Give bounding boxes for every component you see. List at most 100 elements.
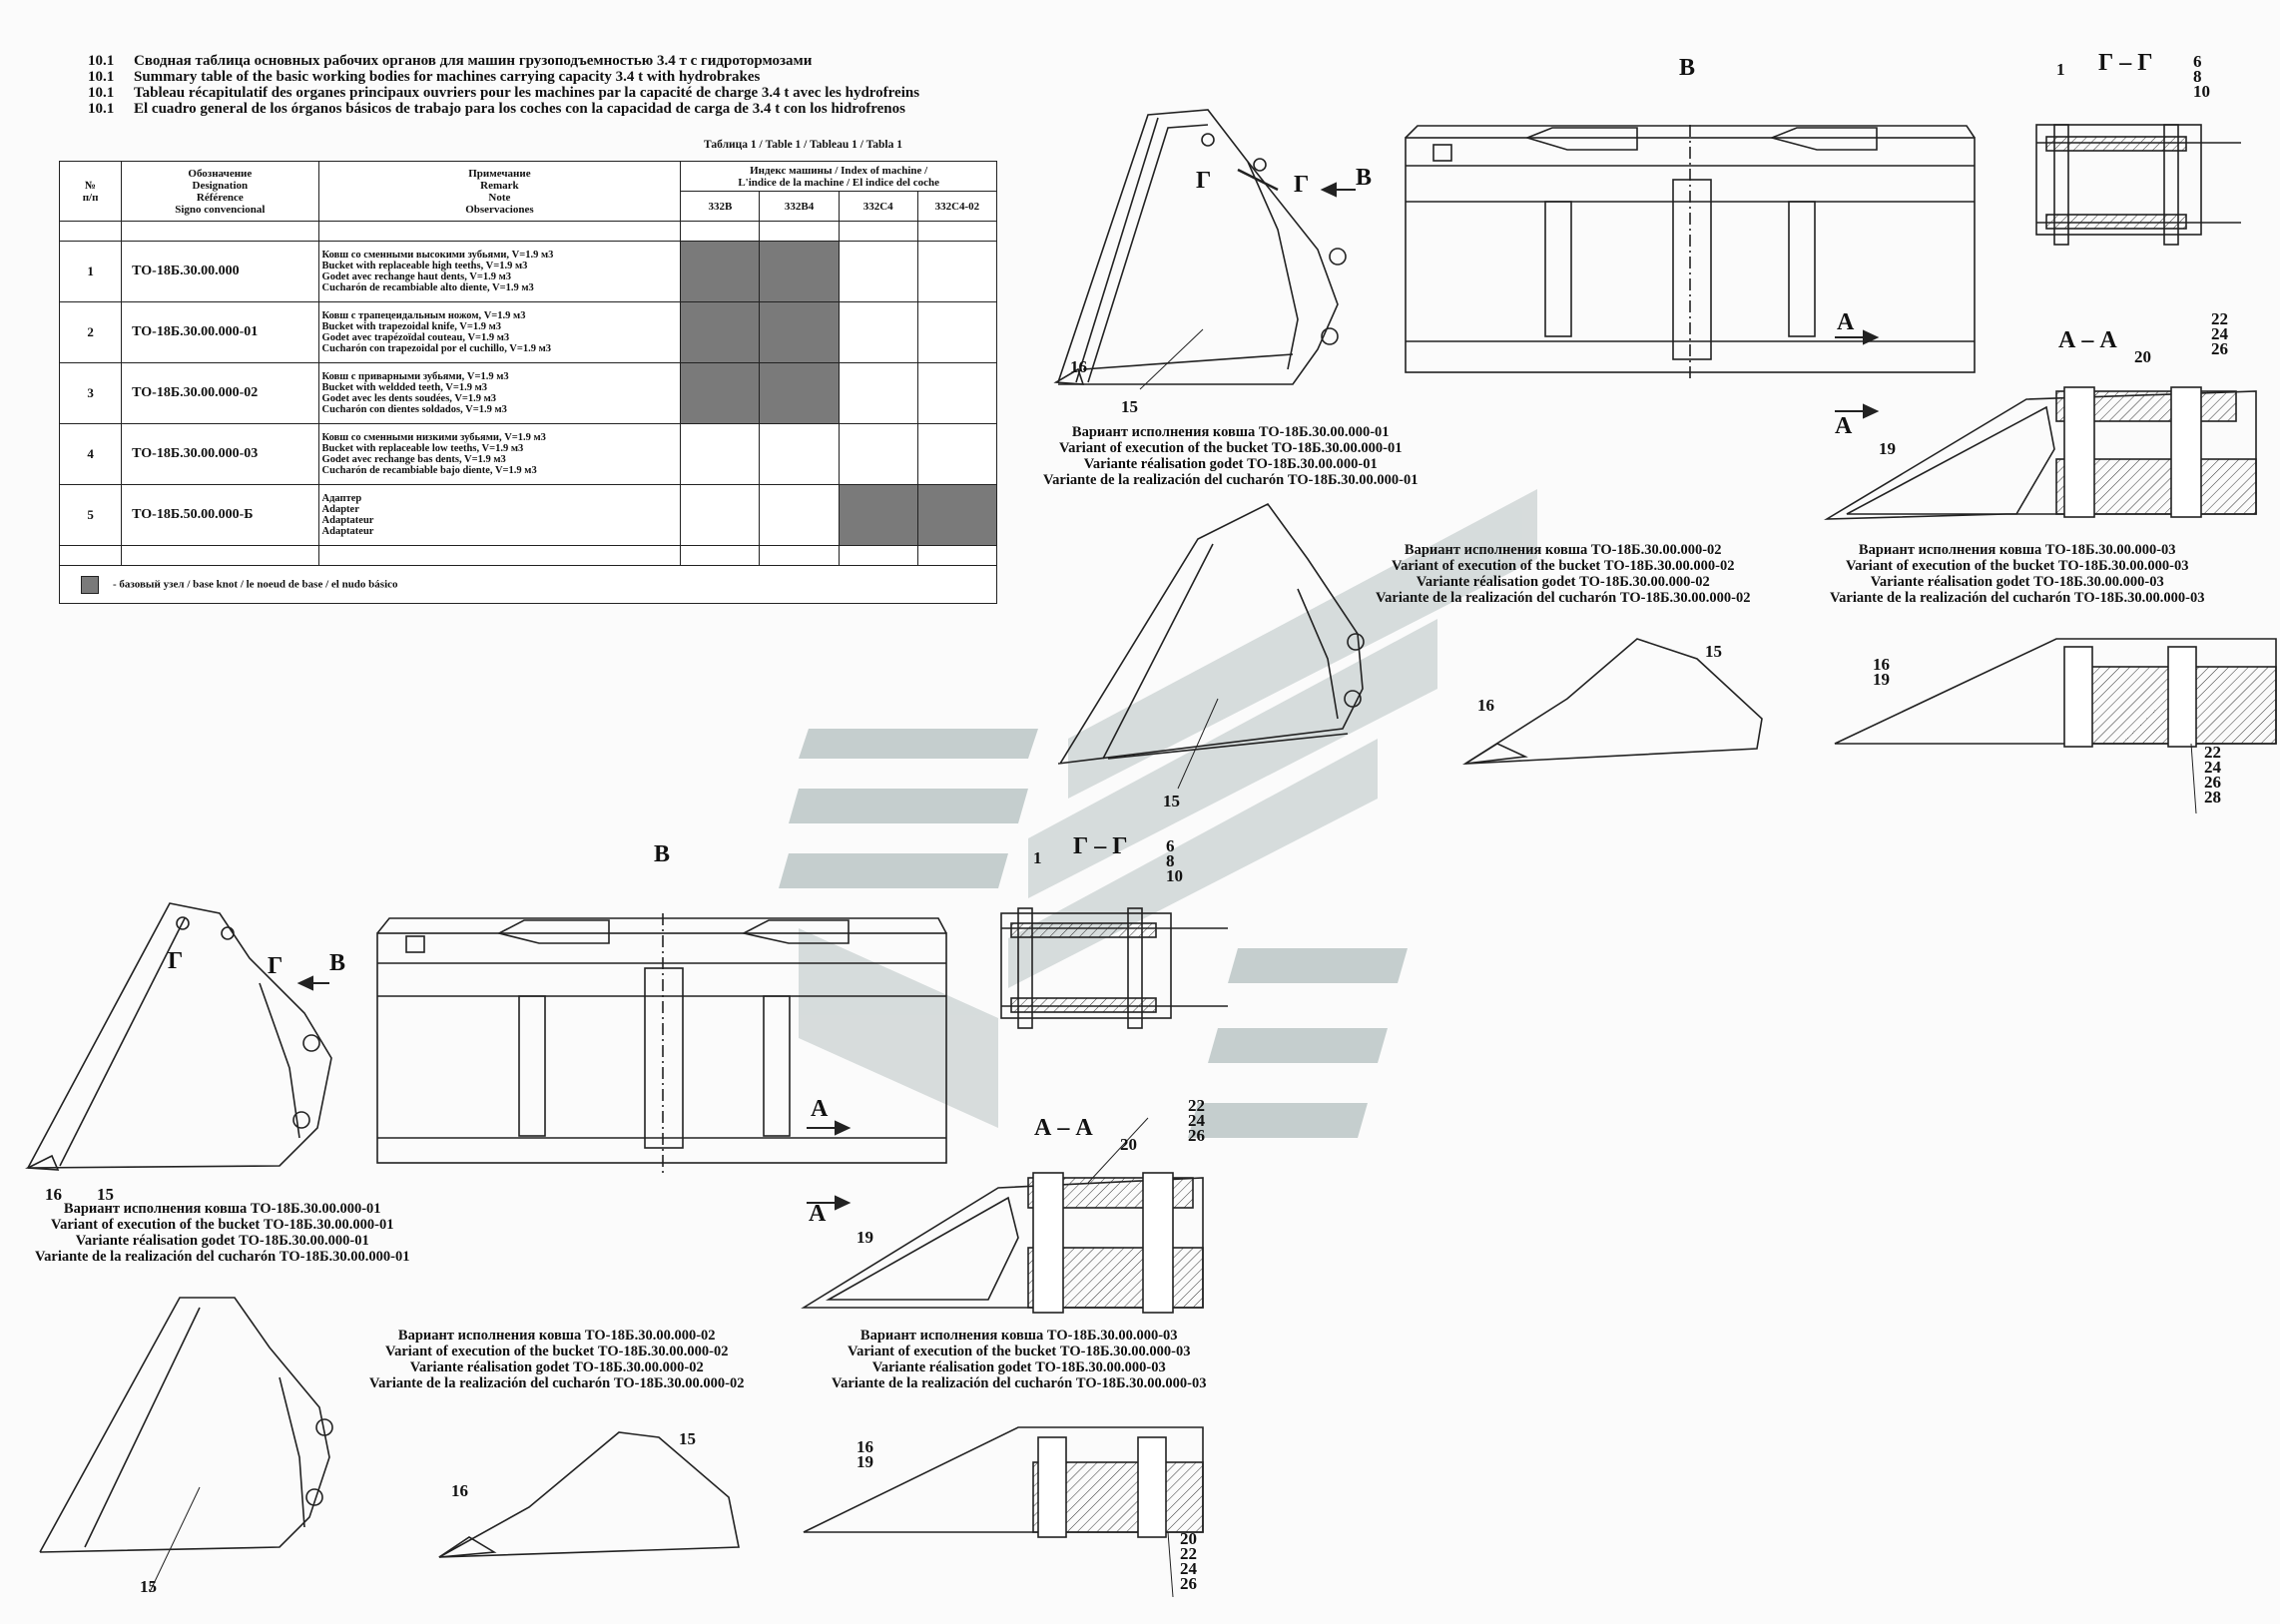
arrow-b-upper: В (1356, 165, 1373, 191)
empty-cell (838, 301, 918, 363)
empty-cell (759, 484, 840, 546)
base-knot-cell (759, 241, 840, 302)
leader-lines (149, 328, 2197, 1598)
part-16-upper: 16 (1070, 357, 1087, 376)
section-gg-lower (1000, 907, 1228, 1029)
tooth-low-lower (803, 1426, 1204, 1538)
arrow-b-lower: В (329, 950, 346, 976)
row-number: 4 (58, 423, 123, 485)
row-designation: ТО-18Б.50.00.000-Б (121, 484, 319, 546)
legend-text: - базовый узел / base knot / le noeud de… (113, 578, 398, 591)
empty-cell (916, 301, 998, 363)
caption-variant-01-lower: Вариант исполнения ковша ТО-18Б.30.00.00… (35, 1201, 410, 1265)
part-1-upper: 1 (2056, 60, 2065, 79)
bucket-side-view-upper-01 (1053, 109, 1347, 385)
part-1-lower: 1 (1033, 848, 1042, 867)
table-machine-row: 332B 332B4 332C4 332C4-02 (60, 191, 998, 222)
base-knot-cell (759, 301, 840, 363)
part-15-lower-02: 15 (140, 1577, 157, 1596)
cut-g-left-upper: Г (1196, 168, 1212, 194)
table-spacer-row (58, 221, 998, 242)
row-designation: ТО-18Б.30.00.000-02 (121, 362, 319, 424)
tooth-welded-upper (1462, 638, 1763, 765)
base-knot-cell (680, 362, 761, 424)
part-19-upper: 19 (1879, 439, 1896, 458)
part-19-lower: 19 (856, 1228, 873, 1247)
base-knot-swatch (81, 575, 99, 594)
caption-variant-01-upper: Вариант исполнения ковша ТО-18Б.30.00.00… (1043, 424, 1419, 488)
row-designation: ТО-18Б.30.00.000-01 (121, 301, 319, 363)
base-knot-cell (759, 362, 840, 424)
row-number: 5 (58, 484, 123, 546)
part-15-tooth-lower: 15 (679, 1429, 696, 1448)
base-knot-cell (916, 484, 998, 546)
bucket-front-view-lower (376, 913, 947, 1173)
view-arrows (296, 182, 1880, 1211)
table-caption: Таблица 1 / Table 1 / Tableau 1 / Tabla … (704, 139, 902, 151)
cut-g-right-upper: Г (1294, 172, 1310, 198)
empty-cell (916, 241, 998, 302)
empty-cell (838, 241, 918, 302)
part-15-tooth-upper: 15 (1705, 642, 1722, 661)
bucket-side-view-lower-01 (25, 902, 332, 1171)
cut-g-right-lower: Г (268, 953, 284, 979)
part-15-upper: 15 (1121, 397, 1138, 416)
empty-cell (916, 423, 998, 485)
empty-cell (680, 423, 761, 485)
part-15-lower: 15 (97, 1185, 114, 1204)
table-spacer-row-bottom (58, 545, 998, 566)
caption-variant-03-lower: Вариант исполнения ковша ТО-18Б.30.00.00… (832, 1328, 1207, 1391)
bucket-side-view-upper-02 (1057, 502, 1365, 765)
section-gg-label-lower: Г – Г (1073, 833, 1128, 859)
cut-a-bottom-upper: А (1835, 413, 1853, 439)
bucket-side-view-lower-02 (39, 1297, 333, 1553)
base-knot-cell (680, 241, 761, 302)
section-gg-upper (2035, 124, 2241, 246)
section-aa-lower (801, 1172, 1204, 1314)
caption-variant-03-upper: Вариант исполнения ковша ТО-18Б.30.00.00… (1830, 542, 2205, 606)
base-knot-cell (838, 484, 918, 546)
row-number: 1 (58, 241, 123, 302)
bucket-front-view-upper (1405, 125, 1976, 379)
tooth-low-upper (1834, 638, 2277, 748)
table-legend-row: - базовый узел / base knot / le noeud de… (59, 565, 997, 604)
empty-cell (916, 362, 998, 424)
watermark-logo (779, 489, 1537, 1138)
tooth-welded-lower (438, 1431, 740, 1558)
machine-332b: 332B (680, 191, 761, 222)
row-remark: Ковш со сменными низкими зубьями, V=1.9 … (317, 423, 682, 485)
empty-cell (680, 484, 761, 546)
machine-332b4: 332B4 (759, 191, 840, 222)
part-15-upper-02: 15 (1163, 792, 1180, 811)
base-knot-cell (680, 301, 761, 363)
empty-cell (759, 423, 840, 485)
view-b-label-lower: В (654, 841, 671, 867)
machine-332c4-02: 332C4-02 (916, 191, 998, 222)
part-20-upper: 20 (2134, 347, 2151, 366)
cut-a-top-lower: А (811, 1096, 829, 1122)
row-designation: ТО-18Б.30.00.000-03 (121, 423, 319, 485)
